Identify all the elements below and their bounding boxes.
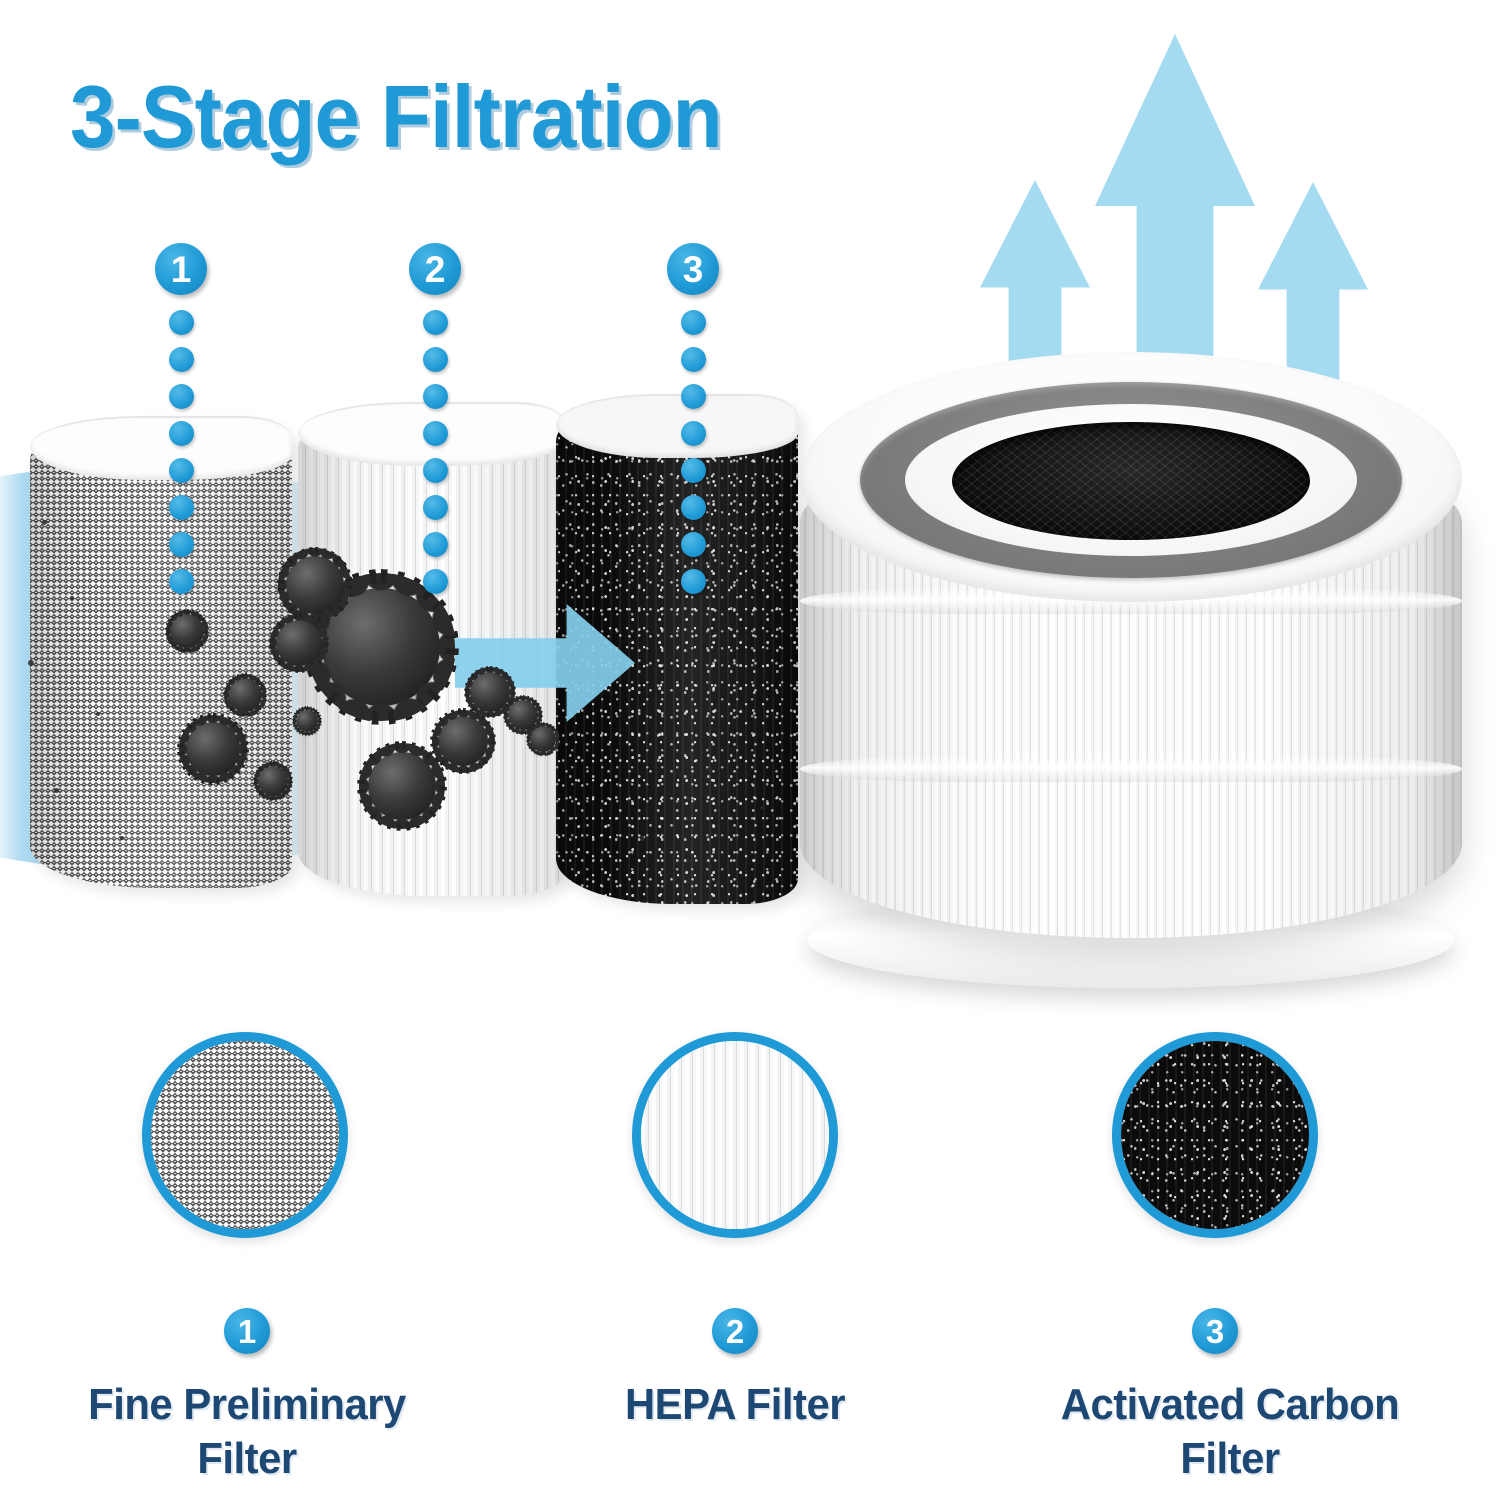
dust-speck <box>42 520 47 525</box>
stage-badge-3: 3 <box>667 243 719 295</box>
dust-speck <box>640 836 645 841</box>
particle <box>525 721 561 757</box>
swatch-stage-1 <box>142 1032 348 1238</box>
particle <box>463 665 517 719</box>
particle <box>253 761 293 801</box>
dust-speck <box>716 880 721 885</box>
particle <box>276 546 354 624</box>
swatch-texture-mesh <box>151 1041 339 1229</box>
caption-line-1: Activated Carbon <box>1060 1380 1400 1429</box>
page-title: 3-Stage Filtration <box>70 67 723 166</box>
carbon-mesh-core <box>952 422 1310 540</box>
caption-line-1: HEPA Filter <box>624 1380 846 1429</box>
dust-speck <box>686 760 690 764</box>
sheet-top-lip <box>556 394 798 458</box>
particle <box>164 608 210 654</box>
caption-line-2: Filter <box>1180 1433 1280 1483</box>
connector-dots-3 <box>681 310 706 594</box>
caption-stage-3: Activated Carbon Filter <box>1012 1378 1449 1485</box>
caption-badge-3: 3 <box>1192 1308 1238 1354</box>
stage-layer-1-preliminary-sheet <box>30 416 292 888</box>
swatch-texture-pleat <box>641 1041 829 1229</box>
connector-dots-2 <box>423 310 448 594</box>
dust-speck <box>70 596 74 600</box>
sheet-shading <box>30 418 292 888</box>
particle <box>430 708 496 774</box>
dust-speck <box>760 806 764 810</box>
stage-badge-1: 1 <box>155 243 207 295</box>
particle-large <box>303 569 459 725</box>
filter-cartridge <box>800 352 1462 1000</box>
caption-stage-2: HEPA Filter <box>569 1378 902 1432</box>
particle <box>357 741 447 831</box>
particle <box>222 672 268 718</box>
swatch-texture-carbon <box>1121 1041 1309 1229</box>
particle <box>268 612 330 674</box>
particle <box>292 706 322 736</box>
dust-speck <box>28 660 34 666</box>
swatch-stage-2 <box>632 1032 838 1238</box>
caption-line-2: Filter <box>197 1433 297 1483</box>
stage-badge-2: 2 <box>409 243 461 295</box>
cartridge-band <box>800 756 1462 782</box>
caption-stage-1: Fine Preliminary Filter <box>33 1378 461 1485</box>
mesh-texture <box>30 418 292 888</box>
caption-badge-1: 1 <box>224 1308 270 1354</box>
swatch-stage-3 <box>1112 1032 1318 1238</box>
particle <box>177 713 249 785</box>
caption-badge-2: 2 <box>712 1308 758 1354</box>
dust-speck <box>96 712 100 716</box>
dust-speck <box>54 788 59 793</box>
dust-speck <box>120 836 124 840</box>
connector-dots-1 <box>169 310 194 594</box>
caption-line-1: Fine Preliminary <box>88 1380 406 1429</box>
sheet-top-lip <box>30 416 292 480</box>
